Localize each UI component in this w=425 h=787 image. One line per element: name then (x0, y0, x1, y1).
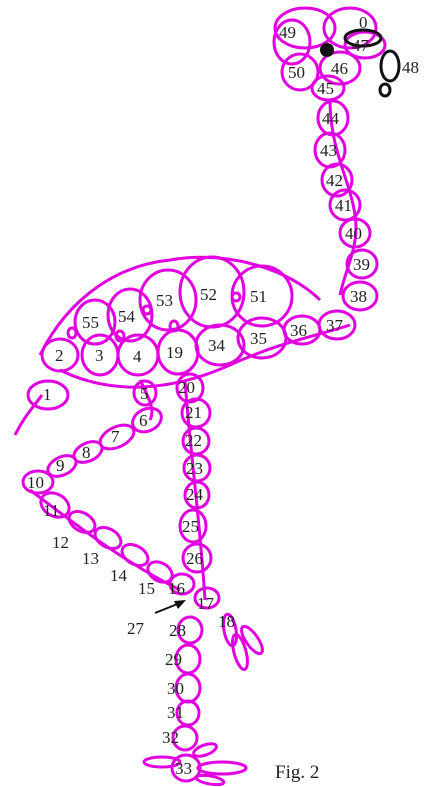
label-51: 51 (250, 287, 267, 306)
label-0: 0 (359, 13, 368, 32)
label-43: 43 (320, 141, 337, 160)
label-48: 48 (402, 58, 419, 77)
label-10: 10 (27, 473, 44, 492)
body-ring-small-b (116, 331, 124, 341)
body-ring-small-c (170, 321, 178, 331)
label-37: 37 (326, 316, 344, 335)
beak-ring-48 (381, 51, 399, 81)
label-30: 30 (167, 679, 184, 698)
body-ring-small-e (143, 306, 151, 314)
label-52: 52 (200, 285, 217, 304)
head (274, 8, 399, 100)
arrow-27-head (174, 600, 186, 609)
leg-ring-12 (65, 507, 98, 537)
label-11: 11 (43, 501, 59, 520)
label-6: 6 (139, 411, 148, 430)
label-21: 21 (185, 403, 202, 422)
label-5: 5 (140, 384, 149, 403)
label-8: 8 (82, 443, 91, 462)
label-47: 47 (352, 36, 370, 55)
label-55: 55 (82, 313, 99, 332)
label-42: 42 (326, 171, 343, 190)
label-23: 23 (186, 459, 203, 478)
label-4: 4 (133, 347, 142, 366)
label-45: 45 (317, 79, 334, 98)
label-9: 9 (56, 456, 65, 475)
hanging-toe-b (230, 633, 251, 671)
label-17: 17 (197, 594, 215, 613)
label-14: 14 (110, 566, 128, 585)
body-ring-small-d (232, 293, 240, 301)
ring-number-labels: 0 1 2 3 4 5 6 7 8 9 10 11 12 13 14 15 16… (27, 13, 419, 778)
label-32: 32 (162, 728, 179, 747)
label-36: 36 (290, 321, 307, 340)
eye-dot (320, 43, 334, 57)
label-3: 3 (95, 346, 104, 365)
label-22: 22 (185, 431, 202, 450)
label-38: 38 (350, 287, 367, 306)
label-13: 13 (82, 549, 99, 568)
label-16: 16 (168, 579, 185, 598)
label-28: 28 (169, 621, 186, 640)
label-41: 41 (335, 196, 352, 215)
label-27: 27 (127, 619, 145, 638)
label-49: 49 (279, 23, 296, 42)
label-29: 29 (165, 650, 182, 669)
label-35: 35 (250, 329, 267, 348)
foot-toe-right (198, 762, 246, 774)
label-40: 40 (345, 224, 362, 243)
label-46: 46 (331, 59, 348, 78)
label-39: 39 (353, 255, 370, 274)
label-7: 7 (111, 427, 120, 446)
label-1: 1 (43, 385, 52, 404)
label-2: 2 (55, 346, 64, 365)
beak-tip-ring (380, 84, 390, 96)
label-15: 15 (138, 579, 155, 598)
label-34: 34 (208, 336, 226, 355)
label-26: 26 (186, 549, 203, 568)
label-24: 24 (186, 485, 204, 504)
label-31: 31 (167, 703, 184, 722)
label-33: 33 (175, 759, 192, 778)
body-ring-small-a (68, 328, 76, 338)
label-19: 19 (166, 343, 183, 362)
label-18: 18 (218, 612, 235, 631)
label-50: 50 (288, 63, 305, 82)
label-54: 54 (118, 307, 136, 326)
neck (284, 101, 377, 344)
label-20: 20 (178, 378, 195, 397)
label-44: 44 (322, 109, 340, 128)
label-53: 53 (156, 291, 173, 310)
label-25: 25 (182, 517, 199, 536)
figure-caption: Fig. 2 (275, 762, 319, 783)
arrow-27 (155, 600, 186, 613)
foot-toe-bottom (196, 774, 225, 787)
label-12: 12 (52, 533, 69, 552)
